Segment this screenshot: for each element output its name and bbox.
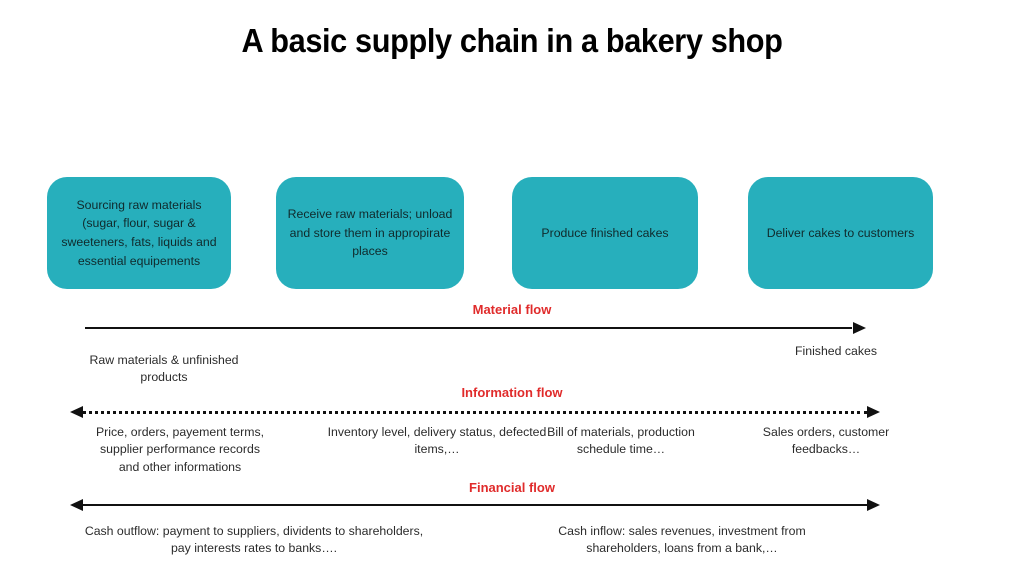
arrow-right-icon [853,321,866,334]
arrow-left-icon [70,498,83,511]
financial-flow-line [82,504,868,506]
stage-box-delivery[interactable]: Deliver cakes to customers [748,177,933,289]
financial-flow-caption-inflow: Cash inflow: sales revenues, investment … [558,524,806,556]
stage-box-sourcing[interactable]: Sourcing raw materials (sugar, flour, su… [47,177,231,289]
financial-flow-arrow [70,497,880,513]
arrow-right-icon [867,498,880,511]
material-flow-caption-left: Raw materials & unfinished products [89,353,239,385]
stage-label: Deliver cakes to customers [766,225,915,240]
stage-label: Receive raw materials; unload and store … [287,206,453,259]
page-title: A basic supply chain in a bakery shop [241,22,783,59]
material-flow-caption-right: Finished cakes [794,344,878,358]
arrow-right-icon [867,405,880,418]
arrow-left-icon [70,405,83,418]
information-flow-caption-1: Price, orders, payement terms, supplier … [95,425,265,474]
information-flow-label: Information flow [461,385,563,400]
financial-flow-caption-outflow: Cash outflow: payment to suppliers, divi… [84,524,424,556]
stage-label: Produce finished cakes [541,225,669,240]
material-flow-line [85,327,852,329]
information-flow-caption-3: Bill of materials, production schedule t… [547,425,695,457]
stage-box-production[interactable]: Produce finished cakes [512,177,698,289]
stage-box-receiving[interactable]: Receive raw materials; unload and store … [276,177,464,289]
stage-label: Sourcing raw materials (sugar, flour, su… [61,197,217,268]
information-flow-caption-4: Sales orders, customer feedbacks… [762,425,890,457]
material-flow-label: Material flow [472,302,552,317]
material-flow-arrow [70,320,880,336]
information-flow-arrow [70,404,880,420]
information-flow-caption-2: Inventory level, delivery status, defect… [327,425,547,457]
financial-flow-label: Financial flow [469,480,555,495]
information-flow-line [82,411,868,414]
supply-chain-stages: Sourcing raw materials (sugar, flour, su… [0,177,1024,289]
